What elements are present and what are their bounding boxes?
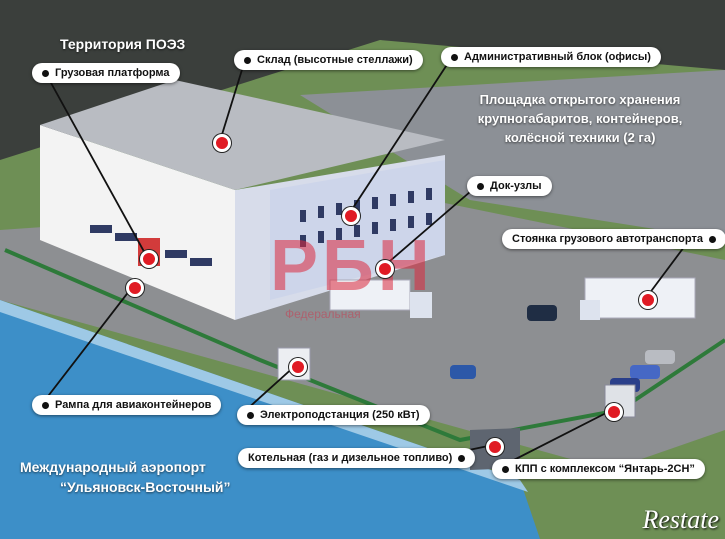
pointer-dot-icon bbox=[502, 465, 509, 473]
label-checkpoint: КПП с комплексом “Янтарь-2СН” bbox=[492, 459, 705, 479]
label-text: Док-узлы bbox=[490, 180, 542, 192]
marker-admin-block bbox=[342, 207, 360, 225]
label-text: Грузовая платформа bbox=[55, 67, 170, 79]
airport-line1: Международный аэропорт bbox=[20, 459, 206, 475]
label-admin-block: Административный блок (офисы) bbox=[441, 47, 661, 67]
label-text: Склад (высотные стеллажи) bbox=[257, 54, 413, 66]
label-text: Административный блок (офисы) bbox=[464, 51, 651, 63]
label-cargo-platform: Грузовая платформа bbox=[32, 63, 180, 83]
open-area-caption: Площадка открытого хранения крупногабари… bbox=[455, 90, 705, 147]
pointer-dot-icon bbox=[42, 401, 49, 409]
label-text: КПП с комплексом “Янтарь-2СН” bbox=[515, 463, 695, 475]
airport-line2: “Ульяновск-Восточный” bbox=[60, 479, 231, 495]
pointer-dot-icon bbox=[477, 182, 484, 190]
pointer-dot-icon bbox=[708, 235, 716, 243]
watermark: РБН bbox=[270, 226, 434, 306]
territory-title: Территория ПОЭЗ bbox=[60, 36, 186, 52]
pointer-dot-icon bbox=[451, 53, 458, 61]
pointer-dot-icon bbox=[42, 69, 49, 77]
pointer-dot-icon bbox=[244, 56, 251, 64]
marker-dock-units bbox=[376, 260, 394, 278]
label-warehouse: Склад (высотные стеллажи) bbox=[234, 50, 423, 70]
open-area-line3: колёсной техники (2 га) bbox=[504, 130, 656, 145]
label-air-container-ramp: Рампа для авиаконтейнеров bbox=[32, 395, 222, 415]
marker-cargo-platform bbox=[140, 250, 158, 268]
marker-boiler bbox=[486, 438, 504, 456]
label-dock-units: Док-узлы bbox=[467, 176, 552, 196]
label-text: Котельная (газ и дизельное топливо) bbox=[248, 452, 453, 464]
marker-checkpoint bbox=[605, 403, 623, 421]
pointer-dot-icon bbox=[458, 454, 466, 462]
marker-air-container-ramp bbox=[126, 279, 144, 297]
restate-logo: Restate bbox=[642, 505, 719, 534]
label-substation: Электроподстанция (250 кВт) bbox=[237, 405, 430, 425]
label-boiler: Котельная (газ и дизельное топливо) bbox=[238, 448, 476, 468]
label-text: Электроподстанция (250 кВт) bbox=[260, 409, 420, 421]
marker-warehouse bbox=[213, 134, 231, 152]
label-truck-parking: Стоянка грузового автотранспорта bbox=[502, 229, 725, 249]
label-text: Рампа для авиаконтейнеров bbox=[55, 399, 212, 411]
open-area-line1: Площадка открытого хранения bbox=[479, 92, 681, 107]
airport-caption: Международный аэропорт “Ульяновск-Восточ… bbox=[20, 457, 231, 497]
pointer-dot-icon bbox=[247, 411, 254, 419]
marker-substation bbox=[289, 358, 307, 376]
label-text: Стоянка грузового автотранспорта bbox=[512, 233, 703, 245]
open-area-line2: крупногабаритов, контейнеров, bbox=[477, 111, 683, 126]
watermark-subtitle: Федеральная bbox=[285, 307, 361, 321]
marker-truck-parking bbox=[639, 291, 657, 309]
